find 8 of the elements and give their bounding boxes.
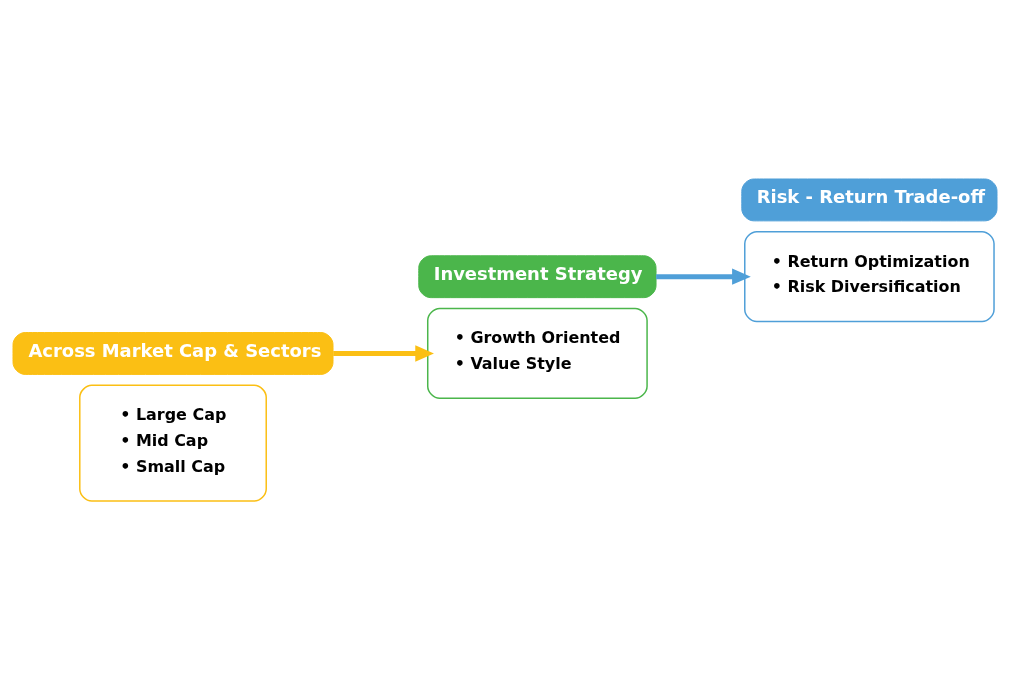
node-box: • Return Optimization • Risk Diversification <box>744 230 995 322</box>
node-box: • Growth Oriented • Value Style <box>427 307 648 399</box>
arrow <box>333 344 434 362</box>
node-box: Investment Strategy <box>418 254 657 298</box>
node-box: • Large Cap • Mid Cap • Small Cap <box>79 384 267 502</box>
node-box: Across Market Cap & Sectors <box>12 331 334 375</box>
node-box: Risk - Return Trade-off <box>741 178 998 221</box>
arrow <box>656 268 751 285</box>
